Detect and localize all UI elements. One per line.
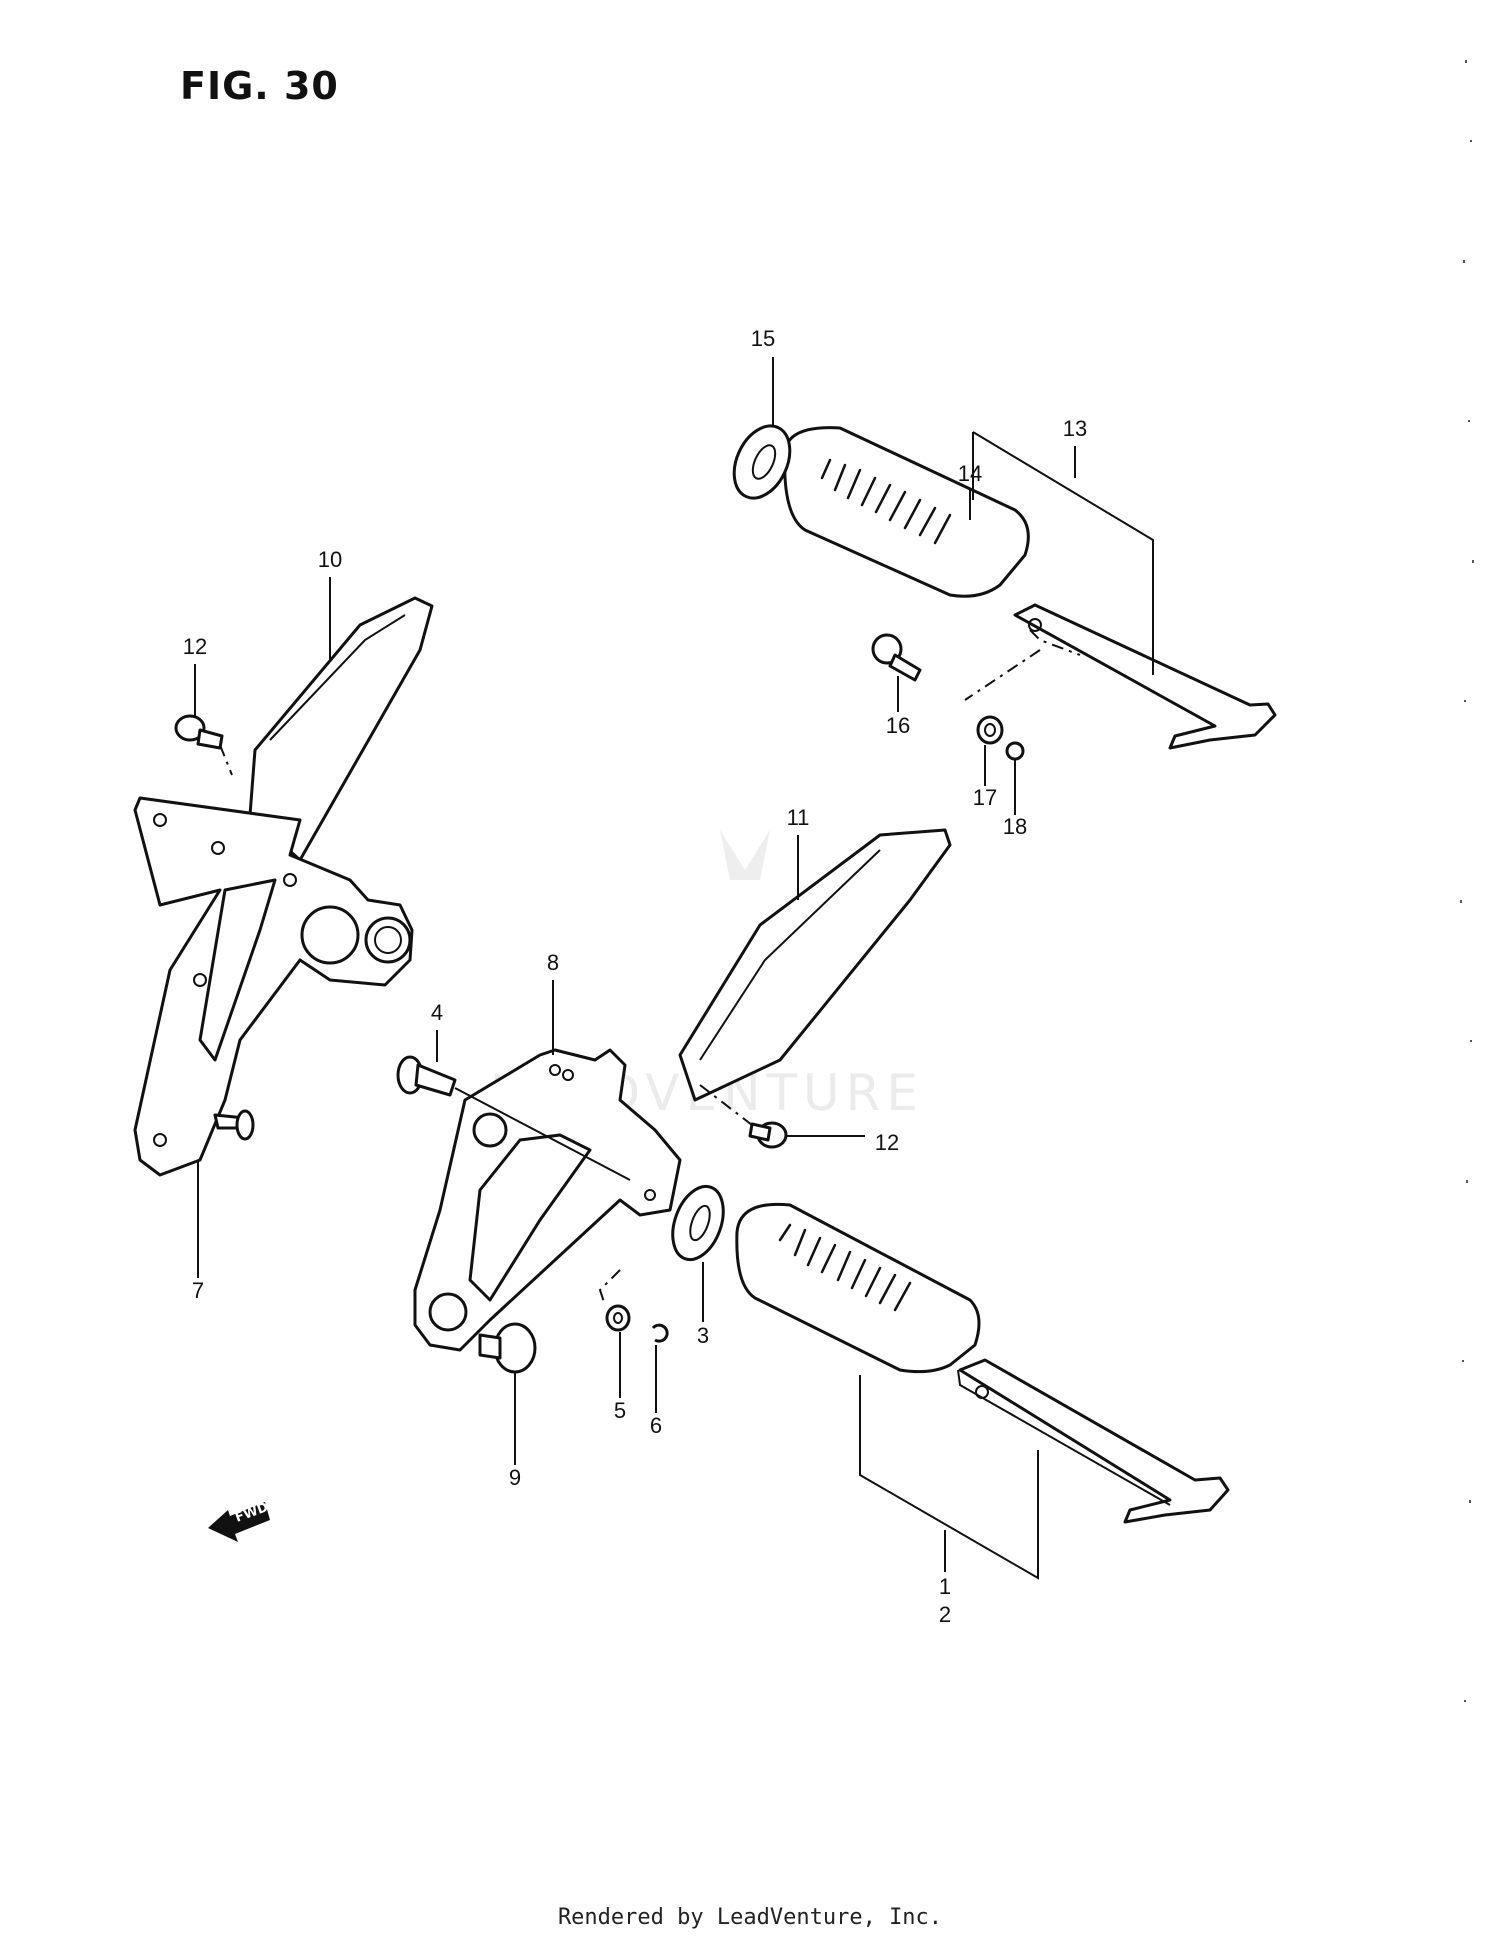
callout-18: 18 [1003,814,1027,839]
callout-9: 9 [509,1465,521,1490]
part-9-bolt [478,1322,537,1374]
callout-4: 4 [431,1000,443,1025]
callout-12-upper: 12 [183,634,207,659]
scan-noise [1460,60,1474,1702]
part-11-heel-guard [678,828,952,1102]
part-6-clip [651,1323,669,1343]
part-3-washer [671,1184,725,1262]
callout-15: 15 [751,326,775,351]
callout-16: 16 [886,713,910,738]
callout-17: 17 [973,785,997,810]
callout-13: 13 [1063,416,1087,441]
callout-2: 2 [939,1602,951,1627]
callout-11: 11 [787,805,810,830]
part-15-washer [732,424,792,500]
callout-8: 8 [547,950,559,975]
callout-12-lower: 12 [875,1130,899,1155]
part-16-pin [871,633,922,682]
part-5-washer [598,1269,631,1332]
callout-1: 1 [939,1574,951,1599]
fwd-arrow-icon: FWD [208,1500,271,1542]
footer-credit: Rendered by LeadVenture, Inc. [557,1905,943,1930]
part-7-left-bracket [133,796,414,1177]
callout-6: 6 [650,1413,662,1438]
callout-3: 3 [697,1323,709,1348]
part-1-footrest-lower [735,1202,1230,1524]
callout-14: 14 [958,461,982,486]
callout-5: 5 [614,1398,626,1423]
part-4-bolt [396,1055,631,1181]
callout-7: 7 [192,1278,204,1303]
part-12-bolt-upper [174,714,233,776]
callout-10: 10 [318,547,342,572]
part-8-right-bracket [413,1048,682,1352]
figure-title: FIG. 30 [180,64,339,108]
part-17-washer [976,715,1004,745]
part-13-footrest-upper [783,426,1277,750]
callouts: 15 13 14 16 17 18 10 12 11 8 4 12 [183,326,1154,1627]
part-18-clip [1005,741,1025,761]
